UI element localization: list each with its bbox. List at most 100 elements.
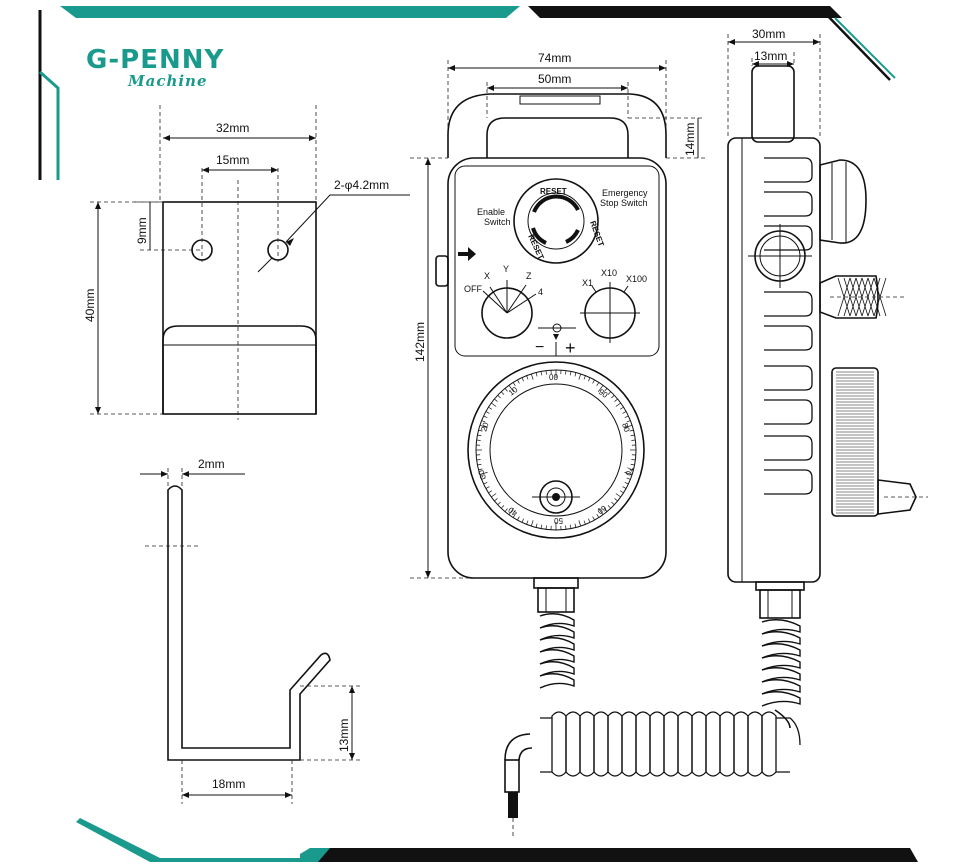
- dial-tick: [540, 524, 543, 529]
- frame-bottom-teal-bar: [76, 818, 300, 862]
- dial-tick: [592, 516, 595, 521]
- minus-sign: −: [535, 339, 544, 356]
- coiled-cable: [540, 711, 801, 777]
- reset-arc-left: [531, 227, 547, 245]
- reset-arc-top: [532, 194, 580, 213]
- step-tick-3: [623, 285, 629, 293]
- dial-tick: [614, 398, 618, 402]
- handle-height-label: 14mm: [683, 123, 697, 156]
- step-label-x100: X100: [626, 274, 647, 284]
- cable-coil: [649, 711, 665, 777]
- enable-label-1: Enable: [477, 207, 505, 217]
- pendant-front-view: RESET RESET RESET Emergency Stop Switch …: [410, 51, 801, 838]
- dial-tick: [485, 486, 490, 489]
- mpg-dial-ticks: [476, 370, 636, 530]
- dial-pointer: [553, 334, 559, 340]
- dial-label-70: 70: [623, 465, 634, 477]
- cable-end-wire: [508, 792, 518, 818]
- axis-pointer-4: [506, 293, 537, 314]
- dial-tick: [479, 471, 488, 476]
- side-mpg-knurl: [836, 371, 874, 514]
- dial-tick: [478, 468, 483, 471]
- bracket-plate: [162, 201, 317, 415]
- spring-coil: [539, 673, 575, 689]
- pendant-width-label: 74mm: [538, 51, 571, 65]
- axis-label-y: Y: [503, 264, 509, 274]
- dial-tick: [611, 394, 615, 399]
- side-gland-top: [755, 581, 805, 591]
- spring-coil: [539, 637, 575, 653]
- side-width-label: 30mm: [752, 27, 785, 41]
- dial-tick: [596, 382, 600, 387]
- cable-end-bend-inner: [518, 747, 533, 761]
- dial-tick: [535, 523, 538, 528]
- strain-relief-spring-side: [761, 619, 801, 707]
- axis-label-z: Z: [526, 271, 532, 281]
- side-grip-fins: [764, 157, 813, 495]
- dial-tick: [607, 391, 612, 395]
- dial-tick: [485, 411, 490, 414]
- reset-arc-right: [565, 229, 580, 244]
- side-fin: [764, 291, 813, 317]
- hole-leader-tail: [257, 257, 273, 273]
- knurl-line: [849, 277, 863, 317]
- dial-tick: [624, 415, 629, 418]
- side-estop: [819, 159, 867, 244]
- dial-label-80: 80: [620, 422, 631, 434]
- cable-coil: [663, 711, 679, 777]
- bracket-width-label: 32mm: [216, 121, 249, 135]
- cable-coil-end: [540, 717, 552, 773]
- cable-coil-end-right: [776, 717, 801, 773]
- strain-relief-spring-front: [539, 613, 575, 689]
- brand-name: G-PENNY: [86, 45, 224, 75]
- dial-tick: [521, 377, 524, 382]
- dial-tick: [565, 525, 567, 530]
- side-fin: [764, 469, 813, 495]
- dial-tick: [477, 463, 482, 466]
- cable-end-bend: [504, 733, 531, 761]
- dial-tick: [476, 439, 481, 441]
- dial-label-50: 50: [554, 516, 563, 525]
- bracket-hole-left: [191, 239, 213, 261]
- frame-right-corner: [821, 9, 891, 81]
- spring-coil: [761, 619, 801, 635]
- dial-tick: [512, 513, 516, 518]
- dial-tick: [619, 490, 624, 494]
- emergency-stop-outer: [513, 178, 599, 264]
- dial-tick: [596, 513, 600, 518]
- dial-tick: [508, 385, 514, 392]
- hole-offset-label: 9mm: [135, 217, 149, 244]
- spring-coil: [761, 643, 801, 659]
- dial-tick: [604, 508, 608, 512]
- dial-tick: [592, 379, 595, 384]
- dial-tick: [504, 388, 508, 392]
- step-tick-1: [591, 285, 597, 293]
- dial-tick: [583, 520, 586, 525]
- bracket-profile: [167, 485, 331, 761]
- dial-tick: [626, 477, 631, 480]
- cable-coil: [565, 711, 581, 777]
- spring-coil: [761, 667, 801, 683]
- reset-top-label: RESET: [540, 187, 567, 196]
- dial-tick: [483, 415, 488, 418]
- dial-tick: [574, 523, 577, 528]
- dial-tick: [611, 501, 615, 506]
- dial-tick: [629, 468, 634, 471]
- dial-tick: [530, 373, 534, 380]
- dial-tick: [521, 518, 524, 523]
- spring-coil: [539, 613, 575, 629]
- pendant-height-label: 142mm: [413, 322, 427, 362]
- dial-tick: [491, 493, 497, 498]
- axis-label-off: OFF: [464, 284, 482, 294]
- dial-tick: [481, 477, 486, 480]
- side-fin: [764, 157, 813, 183]
- dial-tick: [569, 524, 572, 529]
- dial-tick: [497, 501, 501, 506]
- bracket-fold: [162, 325, 317, 414]
- cable-coil: [593, 711, 609, 777]
- dial-tick: [530, 520, 534, 527]
- cable-coil: [551, 711, 567, 777]
- dial-tick: [500, 391, 505, 395]
- cable-coil: [761, 711, 777, 777]
